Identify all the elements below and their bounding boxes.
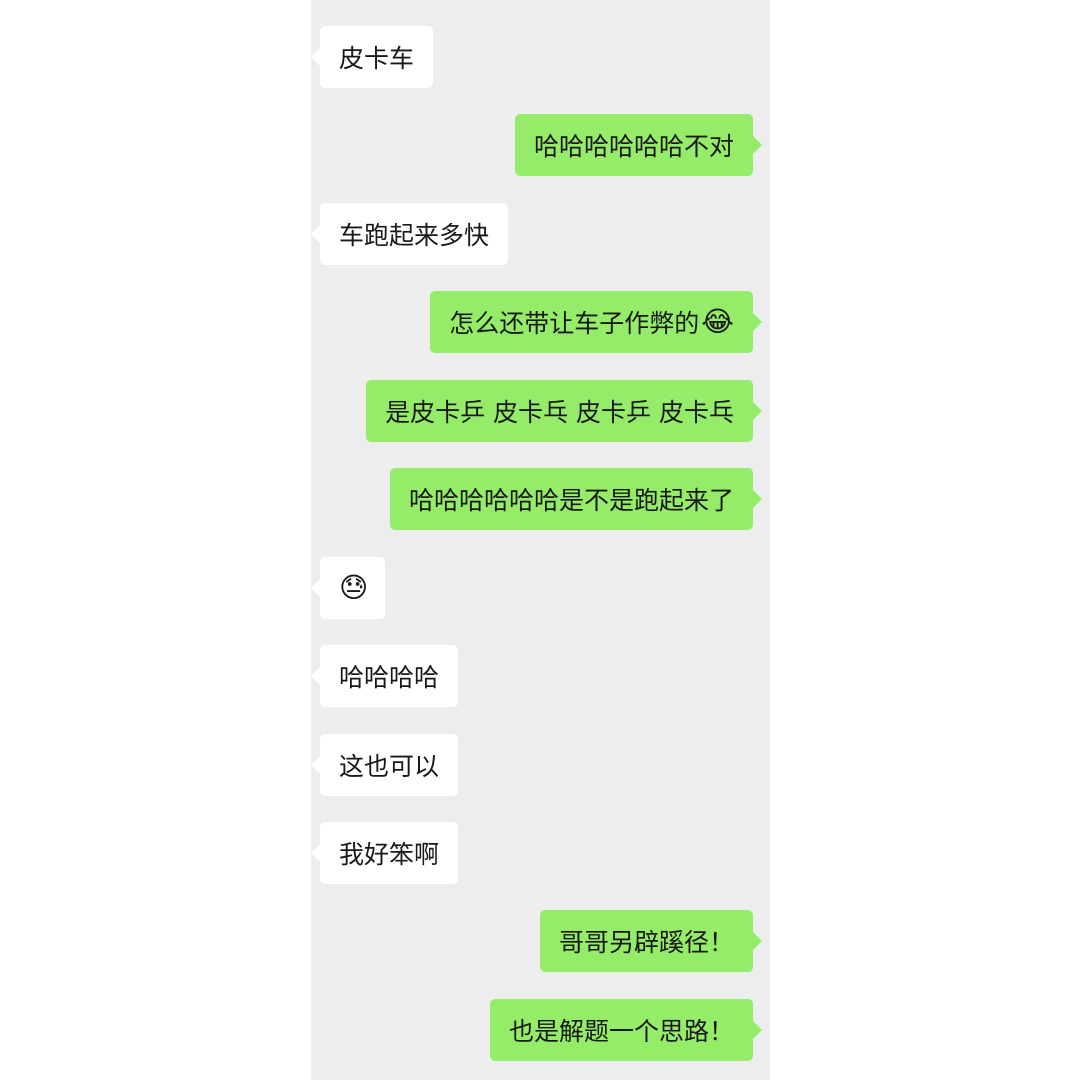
message-row: 也是解题一个思路！ bbox=[311, 999, 770, 1061]
tears-of-joy-emoji-icon: 😂 bbox=[701, 305, 734, 338]
message-text: 皮卡车 bbox=[339, 44, 415, 73]
message-row: 哈哈哈哈哈哈是不是跑起来了 bbox=[311, 468, 770, 530]
chat-panel[interactable]: 皮卡车 哈哈哈哈哈哈不对 车跑起来多快 怎么还带让车子作弊的 😂 是皮卡乒 皮卡… bbox=[311, 0, 770, 1080]
message-row: 😓 bbox=[311, 557, 770, 619]
message-text: 车跑起来多快 bbox=[339, 221, 490, 250]
received-message-bubble[interactable]: 车跑起来多快 bbox=[311, 203, 509, 265]
message-text: 我好笨啊 bbox=[339, 840, 440, 869]
message-text: 这也可以 bbox=[339, 752, 440, 781]
message-row: 皮卡车 bbox=[311, 26, 770, 88]
message-text: 是皮卡乒 皮卡乓 皮卡乒 皮卡乓 bbox=[385, 398, 734, 427]
sent-message-bubble[interactable]: 也是解题一个思路！ bbox=[489, 999, 763, 1061]
sent-message-bubble[interactable]: 是皮卡乒 皮卡乓 皮卡乒 皮卡乓 bbox=[366, 380, 762, 442]
received-message-bubble[interactable]: 这也可以 bbox=[311, 734, 459, 796]
sent-message-bubble[interactable]: 哈哈哈哈哈哈是不是跑起来了 bbox=[389, 468, 763, 530]
sent-message-bubble[interactable]: 哥哥另辟蹊径！ bbox=[539, 910, 763, 972]
received-message-bubble[interactable]: 哈哈哈哈 bbox=[311, 645, 459, 707]
message-row: 哈哈哈哈 bbox=[311, 645, 770, 707]
received-message-bubble[interactable]: 😓 bbox=[311, 557, 386, 619]
message-row: 我好笨啊 bbox=[311, 822, 770, 884]
message-text: 也是解题一个思路！ bbox=[508, 1017, 734, 1046]
message-row: 哈哈哈哈哈哈不对 bbox=[311, 114, 770, 176]
message-row: 车跑起来多快 bbox=[311, 203, 770, 265]
sent-message-bubble[interactable]: 怎么还带让车子作弊的 😂 bbox=[430, 291, 762, 353]
message-text: 哈哈哈哈 bbox=[339, 663, 440, 692]
message-row: 这也可以 bbox=[311, 734, 770, 796]
message-row: 哥哥另辟蹊径！ bbox=[311, 910, 770, 972]
message-text: 哥哥另辟蹊径！ bbox=[558, 928, 734, 957]
sweat-emoji-icon: 😓 bbox=[339, 571, 369, 604]
message-text: 哈哈哈哈哈哈不对 bbox=[533, 132, 734, 161]
received-message-bubble[interactable]: 我好笨啊 bbox=[311, 822, 459, 884]
received-message-bubble[interactable]: 皮卡车 bbox=[311, 26, 434, 88]
message-row: 怎么还带让车子作弊的 😂 bbox=[311, 291, 770, 353]
message-text: 哈哈哈哈哈哈是不是跑起来了 bbox=[408, 486, 734, 515]
sent-message-bubble[interactable]: 哈哈哈哈哈哈不对 bbox=[514, 114, 763, 176]
message-text: 怎么还带让车子作弊的 bbox=[449, 309, 700, 338]
message-row: 是皮卡乒 皮卡乓 皮卡乒 皮卡乓 bbox=[311, 380, 770, 442]
